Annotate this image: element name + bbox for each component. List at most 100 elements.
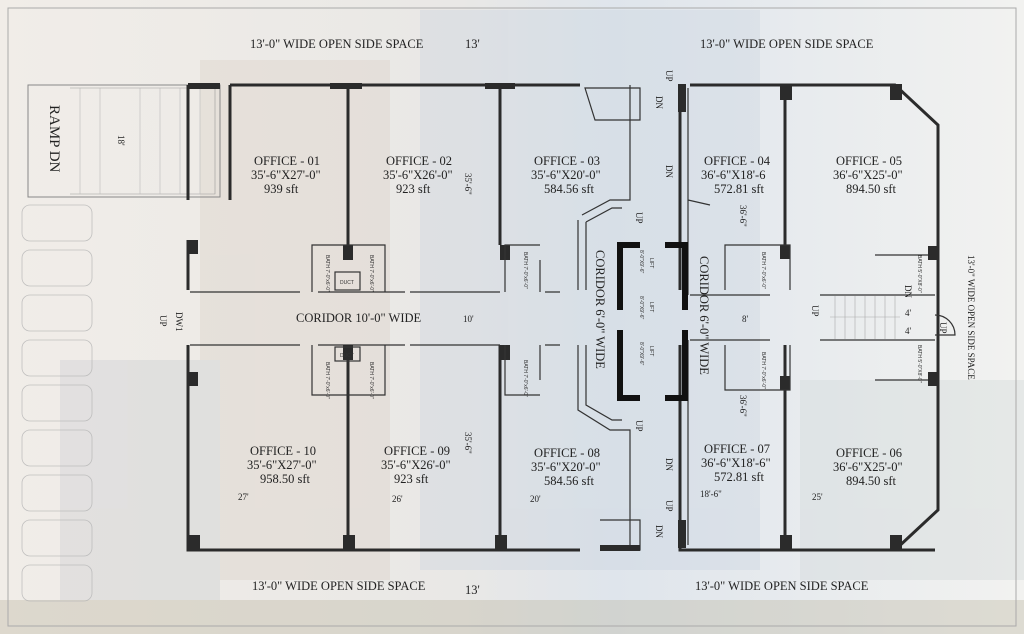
- side-space-bottom-right: 13'-0" WIDE OPEN SIDE SPACE: [695, 579, 869, 593]
- background-buildings: [0, 10, 1024, 634]
- office-size: 36'-6"X18'-6: [701, 168, 765, 182]
- stair-dn-mid: DN: [664, 165, 674, 178]
- office-name: OFFICE - 08: [534, 446, 600, 460]
- dim-w07: 18'-6": [700, 489, 722, 499]
- bath-label: BATH 5'-0"X8'-0": [916, 345, 922, 383]
- stair-dn-low: DN: [664, 458, 674, 471]
- walls: [186, 83, 940, 552]
- office-size: 36'-6"X25'-0": [833, 168, 903, 182]
- bath-label: BATH 5'-0"X8'-0": [916, 255, 922, 293]
- corridor-left-label: CORIDOR 6'-0" WIDE: [593, 250, 607, 369]
- office-name: OFFICE - 06: [836, 446, 902, 460]
- ramp: RAMP DN 18': [27, 84, 221, 198]
- lift-size: 8'-0"X9'-6": [638, 342, 644, 365]
- office-name: OFFICE - 01: [254, 154, 320, 168]
- office-size: 36'-6"X25'-0": [833, 460, 903, 474]
- office-size: 35'-6"X27'-0": [251, 168, 321, 182]
- office-size: 36'-6"X18'-6": [701, 456, 771, 470]
- office-size: 35'-6"X26'-0": [383, 168, 453, 182]
- stair-up-low: UP: [634, 420, 644, 432]
- office-area: 584.56 sft: [544, 182, 595, 196]
- lift-label: LIFT: [648, 258, 654, 268]
- dim-o4-depth: 36'-6": [738, 205, 748, 227]
- dim-w08: 20': [530, 494, 541, 504]
- side-space-top-left: 13'-0" WIDE OPEN SIDE SPACE: [250, 37, 424, 51]
- bath-label: BATH 7'-0"x6'-0": [522, 360, 528, 397]
- side-space-top-right: 13'-0" WIDE OPEN SIDE SPACE: [700, 37, 874, 51]
- office-size: 35'-6"X20'-0": [531, 460, 601, 474]
- office-size: 35'-6"X27'-0": [247, 458, 317, 472]
- ramp-dim: 18': [116, 135, 126, 146]
- office-area: 572.81 sft: [714, 470, 765, 484]
- office-name: OFFICE - 05: [836, 154, 902, 168]
- lift-label: LIFT: [648, 302, 654, 312]
- side-space-bottom-left: 13'-0" WIDE OPEN SIDE SPACE: [252, 579, 426, 593]
- stair-dim-b: 4': [905, 326, 912, 336]
- stair-up-mid: UP: [634, 212, 644, 224]
- office-area: 923 sft: [396, 182, 431, 196]
- office-name: OFFICE - 04: [704, 154, 771, 168]
- bath-label: BATH 7'-0"x6'-0": [324, 255, 330, 292]
- lift-size: 8'-0"X9'-6": [638, 250, 644, 273]
- stair-dn-bottom: DN: [654, 525, 664, 538]
- stair-up-top: UP: [664, 70, 674, 82]
- office-name: OFFICE - 02: [386, 154, 452, 168]
- office-area: 894.50 sft: [846, 474, 897, 488]
- office-area: 923 sft: [394, 472, 429, 486]
- bath-label: BATH 7'-0"x6'-0": [522, 252, 528, 289]
- dim-w10: 27': [238, 492, 249, 502]
- frame: [7, 7, 1017, 627]
- dim-upper-depth: 35'-6": [463, 173, 473, 195]
- bath-label: BATH 7'-0"x6'-0": [760, 352, 766, 389]
- office-area: 572.81 sft: [714, 182, 765, 196]
- stair-dim-a: 4': [905, 308, 912, 318]
- parking-spaces: [21, 204, 93, 602]
- stair-up-label: UP: [810, 305, 820, 317]
- lift-size: 8'-0"X9'-6": [638, 296, 644, 319]
- office-area: 894.50 sft: [846, 182, 897, 196]
- office-area: 584.56 sft: [544, 474, 595, 488]
- staircase-right: UP DN 4' 4' UP: [810, 285, 956, 339]
- corridor-right-label: CORIDOR 6'-0" WIDE: [697, 256, 711, 375]
- duct-bottom: DUCT: [340, 353, 354, 359]
- office-area: 958.50 sft: [260, 472, 311, 486]
- side-space-right: 13'-0" WIDE OPEN SIDE SPACE: [966, 255, 976, 380]
- bath-label: BATH 7'-0"x6'-0": [324, 362, 330, 399]
- office-area: 939 sft: [264, 182, 299, 196]
- dim-w06: 25': [812, 492, 823, 502]
- office-name: OFFICE - 10: [250, 444, 316, 458]
- office-name: OFFICE - 07: [704, 442, 770, 456]
- dim-w09: 26': [392, 494, 403, 504]
- side-dim-bottom: 13': [465, 583, 480, 597]
- stair-up-left: UP: [158, 315, 168, 327]
- bath-label: BATH 7'-0"x6'-0": [368, 362, 374, 399]
- office-size: 35'-6"X26'-0": [381, 458, 451, 472]
- lift-core: LIFT 8'-0"X9'-6" LIFT 8'-0"X9'-6" LIFT 8…: [617, 242, 688, 401]
- side-dim-top: 13': [465, 37, 480, 51]
- corridor-main-label: CORIDOR 10'-0" WIDE: [296, 311, 422, 325]
- duct-top: DUCT: [340, 280, 354, 286]
- office-size: 35'-6"X20'-0": [531, 168, 601, 182]
- bath-label: BATH 7'-0"x6'-0": [368, 255, 374, 292]
- bath-units: DUCT BATH 7'-0"x6'-0" BATH 7'-0"x6'-0" B…: [311, 244, 922, 399]
- office-name: OFFICE - 09: [384, 444, 450, 458]
- stair-up-label-2: UP: [938, 322, 948, 334]
- stair-dn-top: DN: [654, 96, 664, 109]
- ramp-label: RAMP DN: [46, 105, 62, 173]
- stair-up-bottom: UP: [664, 500, 674, 512]
- dw-label: DW1: [174, 312, 184, 332]
- dim-o7-depth: 36'-6": [738, 395, 748, 417]
- stair-dn-label: DN: [903, 285, 913, 298]
- lift-label: LIFT: [648, 346, 654, 356]
